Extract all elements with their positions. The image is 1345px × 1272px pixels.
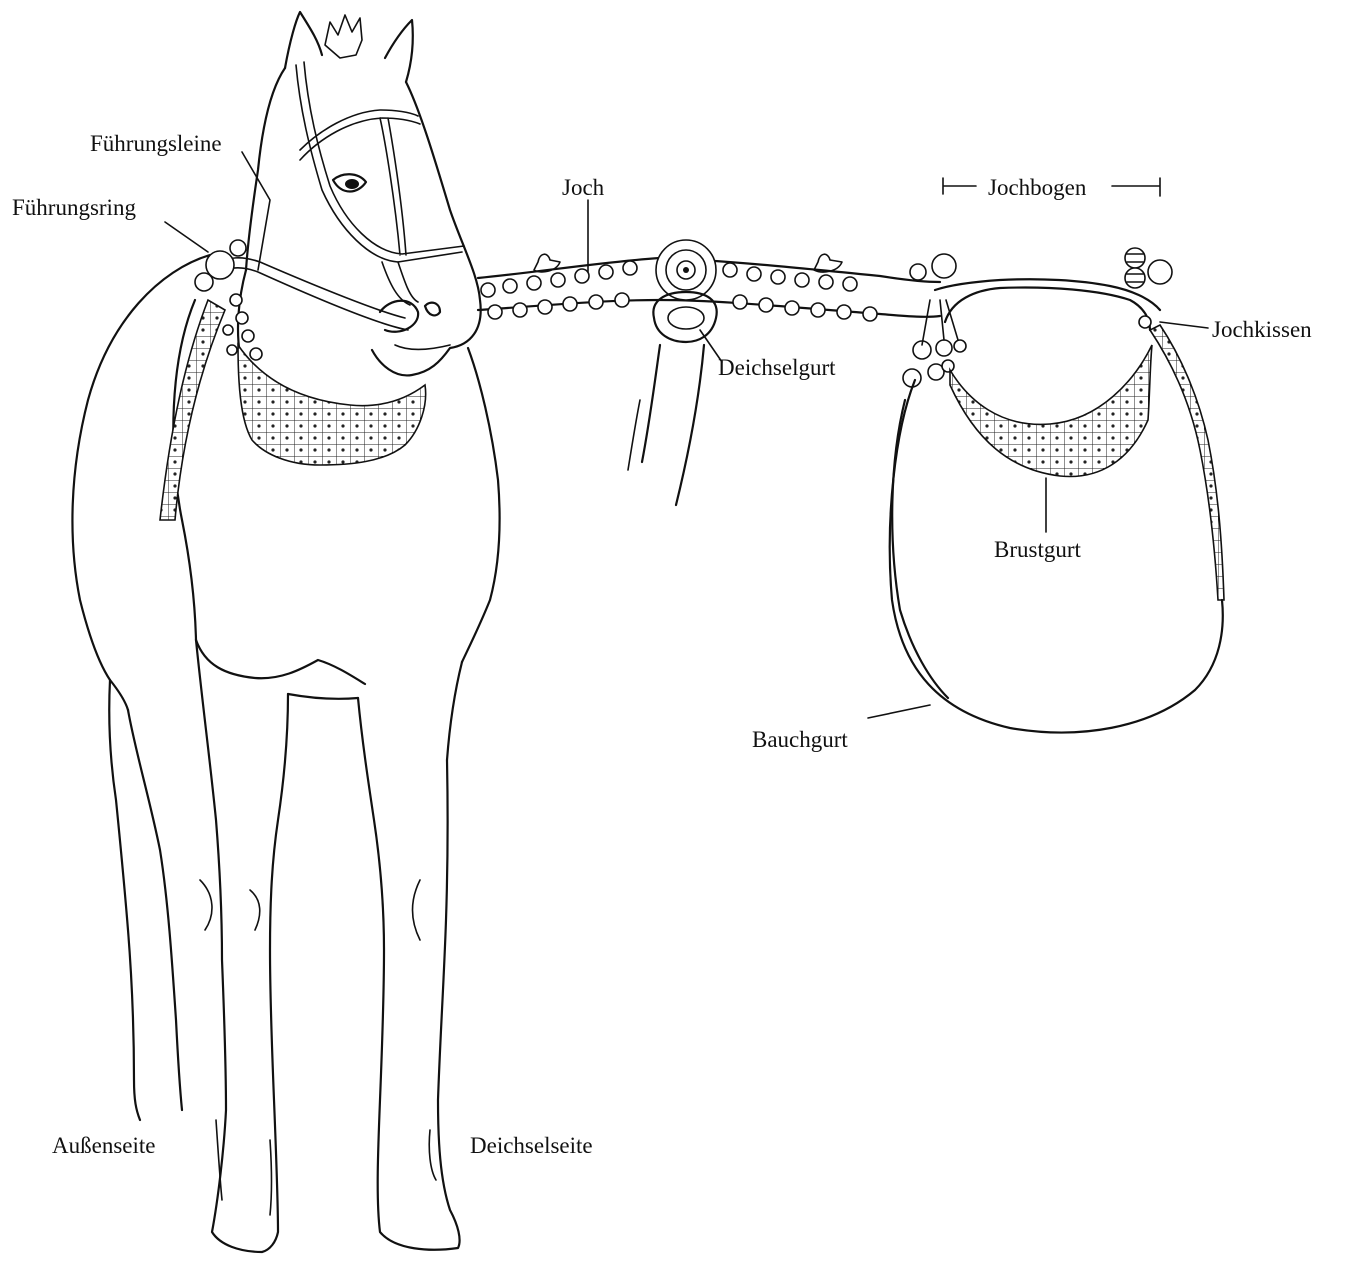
pole-line-left (642, 345, 660, 462)
label-jochbogen: Jochbogen (988, 176, 1086, 199)
knob-right (1125, 248, 1172, 288)
horse-leg-front-right (358, 698, 460, 1250)
horse-chest (196, 640, 365, 684)
horse-nostril (425, 303, 440, 316)
horse-ear-left (285, 12, 322, 68)
label-deichselgurt: Deichselgurt (718, 356, 836, 379)
horse (72, 12, 499, 1252)
horse-forelock (325, 15, 362, 58)
harness-set (890, 248, 1224, 732)
label-brustgurt: Brustgurt (994, 538, 1081, 561)
harness-left-pendants (903, 300, 966, 387)
horse-neck (238, 270, 500, 662)
knob-left (932, 254, 956, 278)
horse-body-left (72, 255, 210, 710)
horse-breastcollar (238, 345, 426, 465)
horse-ear-right (385, 20, 413, 82)
brustgurt-strap (950, 345, 1152, 477)
leader-bauchgurt (868, 705, 930, 718)
leader-jochkissen (1160, 322, 1208, 328)
jochbogen-arch (935, 279, 1160, 330)
label-joch: Joch (562, 176, 604, 199)
yoke (478, 240, 940, 505)
harness-right-chain (1150, 325, 1224, 600)
label-deichselseite: Deichselseite (470, 1134, 593, 1157)
label-jochkissen: Jochkissen (1212, 318, 1312, 341)
leader-fuehrungsring (165, 222, 208, 252)
pole-line-right (676, 345, 704, 505)
leader-fuehrungsleine (242, 152, 270, 270)
bridle (296, 62, 464, 262)
label-bauchgurt: Bauchgurt (752, 728, 848, 751)
label-fuehrungsleine: Führungsleine (90, 132, 222, 155)
label-aussenseite: Außenseite (52, 1134, 155, 1157)
horse-leg-front-left (196, 640, 288, 1252)
horse-head (246, 68, 481, 375)
label-fuehrungsring: Führungsring (12, 196, 136, 219)
horse-side-strap (160, 300, 225, 520)
